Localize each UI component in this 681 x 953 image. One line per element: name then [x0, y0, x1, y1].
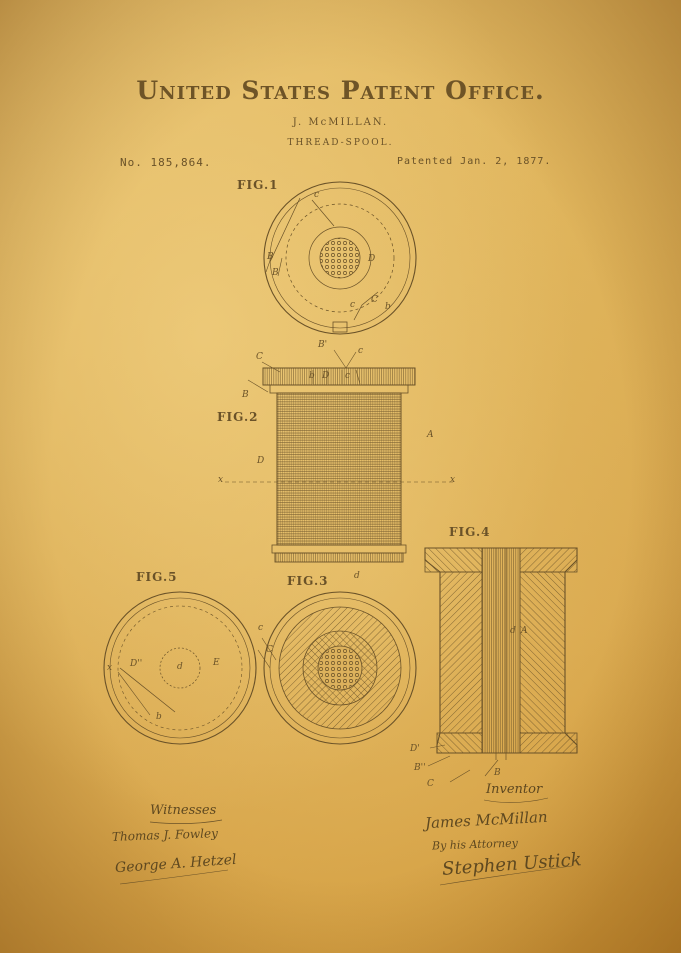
- inventor-heading: Inventor: [486, 782, 543, 797]
- label-d-fig5: d: [177, 662, 183, 672]
- label-B-fig1b: B: [272, 268, 279, 278]
- label-x-fig5: x: [107, 663, 113, 673]
- label-Dpp-fig5: D'': [130, 659, 143, 669]
- fig2-drawing: [225, 349, 455, 563]
- label-x-right: x: [450, 475, 456, 485]
- label-c-fig1: c: [350, 300, 356, 310]
- label-C-fig4: C: [427, 779, 434, 789]
- document-title: United States Patent Office.: [136, 76, 545, 105]
- label-B-fig4: B: [494, 768, 501, 778]
- label-c-fig2: c: [358, 346, 364, 356]
- label-C-fig3: C: [266, 645, 273, 655]
- invention-title: THREAD-SPOOL.: [287, 138, 394, 148]
- label-x-left: x: [218, 475, 224, 485]
- label-d-fig4: d: [510, 626, 516, 636]
- label-D-fig2: D: [322, 371, 330, 381]
- fig4-drawing: [424, 547, 578, 783]
- fig3-caption: FIG.3: [287, 574, 329, 588]
- label-B-fig2: B: [242, 390, 249, 400]
- witnesses-heading: Witnesses: [150, 803, 217, 818]
- label-c-fig3: c: [258, 623, 264, 633]
- patent-number: No. 185,864.: [120, 156, 212, 169]
- label-B-fig1: B: [267, 252, 274, 262]
- fig1-caption: FIG.1: [237, 178, 279, 192]
- label-Bpp-fig4: B'': [414, 763, 426, 773]
- label-d-fig2: d: [354, 571, 360, 581]
- label-E-fig5: E: [213, 658, 220, 668]
- fig5-drawing: [103, 591, 257, 745]
- label-D-fig1: D: [368, 254, 376, 264]
- label-c: c: [314, 190, 320, 200]
- label-Dp-fig4: D': [410, 744, 420, 754]
- label-C-fig1: C: [371, 295, 378, 305]
- fig4-caption: FIG.4: [449, 525, 491, 539]
- label-A-fig4: A: [521, 626, 528, 636]
- label-A-fig2: A: [427, 430, 434, 440]
- fig5-caption: FIG.5: [136, 570, 178, 584]
- label-Bp-fig2: B': [318, 340, 328, 350]
- label-b-fig2: b: [309, 371, 315, 381]
- fig1-drawing: [263, 181, 417, 335]
- fig2-caption: FIG.2: [217, 410, 259, 424]
- label-c-fig2b: c: [345, 371, 351, 381]
- patent-date: Patented Jan. 2, 1877.: [397, 156, 552, 167]
- inventor-name: J. McMILLAN.: [292, 117, 389, 128]
- fig3-drawing: [257, 591, 417, 745]
- label-C-fig2: C: [256, 352, 263, 362]
- label-b-fig5: b: [156, 712, 162, 722]
- label-D-fig2b: D: [257, 456, 265, 466]
- label-b-fig1: b: [385, 302, 391, 312]
